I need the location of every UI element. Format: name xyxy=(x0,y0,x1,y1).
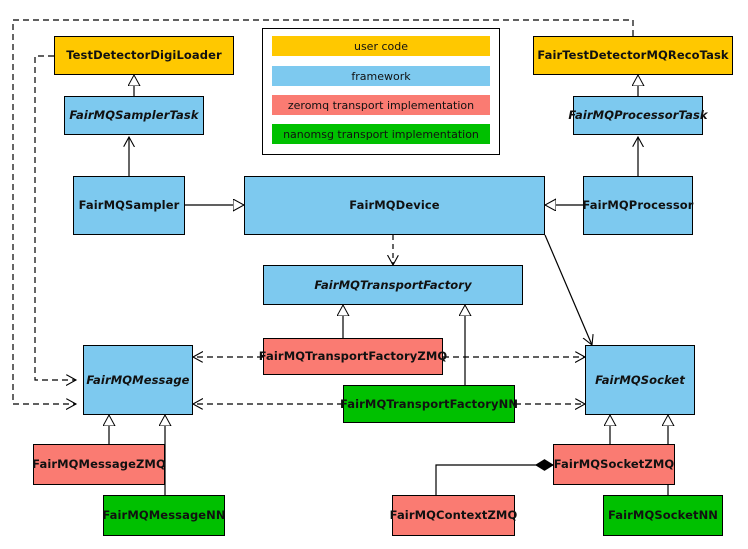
class-label-fairmqtransportfactoryzmq: FairMQTransportFactoryZMQ xyxy=(258,349,448,364)
edge-device-socket xyxy=(544,234,592,345)
class-node-fairmqsamplertask[interactable]: FairMQSamplerTask xyxy=(64,96,204,135)
legend-item-zeromq: zeromq transport implementation xyxy=(272,95,490,115)
class-node-fairmqmessagenn[interactable]: FairMQMessageNN xyxy=(102,495,226,536)
class-node-fairmqsampler[interactable]: FairMQSampler xyxy=(73,176,185,235)
legend-item-user-code: user code xyxy=(272,36,490,56)
edge-usercode-recotask-message xyxy=(12,19,634,404)
class-node-fairmqsocket[interactable]: FairMQSocket xyxy=(585,345,695,415)
legend-label-nanomsg: nanomsg transport implementation xyxy=(283,127,479,141)
class-label-fairmqsocket: FairMQSocket xyxy=(595,372,685,387)
class-label-fairmqtransportfactorynn: FairMQTransportFactoryNN xyxy=(339,396,519,411)
class-node-fairmqcontextzmq[interactable]: FairMQContextZMQ xyxy=(389,495,518,536)
class-label-fairmqsocketnn: FairMQSocketNN xyxy=(607,508,719,523)
class-label-testdetectordigiloader: TestDetectorDigiLoader xyxy=(66,48,222,63)
class-node-fairmqtransportfactoryzmq[interactable]: FairMQTransportFactoryZMQ xyxy=(259,338,447,375)
class-node-fairmqdevice[interactable]: FairMQDevice xyxy=(244,176,545,235)
class-label-fairtestdetectormqrecotask: FairTestDetectorMQRecoTask xyxy=(537,48,729,63)
class-node-fairmqtransportfactory[interactable]: FairMQTransportFactory xyxy=(263,265,523,305)
class-label-fairmqprocessortask: FairMQProcessorTask xyxy=(568,108,708,123)
legend-item-framework: framework xyxy=(272,66,490,86)
class-node-fairmqmessage[interactable]: FairMQMessage xyxy=(83,345,193,415)
legend-item-nanomsg: nanomsg transport implementation xyxy=(272,124,490,144)
class-node-fairmqmessagezmq[interactable]: FairMQMessageZMQ xyxy=(32,444,166,485)
legend-label-zeromq: zeromq transport implementation xyxy=(287,98,475,112)
class-label-fairmqsamplertask: FairMQSamplerTask xyxy=(69,108,199,123)
class-label-fairmqtransportfactory: FairMQTransportFactory xyxy=(314,277,472,292)
class-node-fairmqprocessor[interactable]: FairMQProcessor xyxy=(582,176,694,235)
edge-contextzmq-socketzmq xyxy=(435,465,553,495)
class-node-fairmqsocketzmq[interactable]: FairMQSocketZMQ xyxy=(553,444,675,485)
class-label-fairmqmessagenn: FairMQMessageNN xyxy=(102,508,226,523)
class-label-fairmqsocketzmq: FairMQSocketZMQ xyxy=(553,457,675,472)
class-label-fairmqmessagezmq: FairMQMessageZMQ xyxy=(32,457,166,472)
class-label-fairmqmessage: FairMQMessage xyxy=(86,372,190,387)
class-label-fairmqcontextzmq: FairMQContextZMQ xyxy=(389,508,518,523)
edge-usercode-digiloader-message xyxy=(34,55,76,380)
legend-label-framework: framework xyxy=(351,69,411,83)
class-node-fairmqtransportfactorynn[interactable]: FairMQTransportFactoryNN xyxy=(339,385,519,423)
class-node-fairmqsocketnn[interactable]: FairMQSocketNN xyxy=(603,495,723,536)
class-node-testdetectordigiloader[interactable]: TestDetectorDigiLoader xyxy=(54,36,234,75)
class-node-fairmqprocessortask[interactable]: FairMQProcessorTask xyxy=(568,96,708,135)
class-label-fairmqprocessor: FairMQProcessor xyxy=(582,198,694,213)
class-label-fairmqsampler: FairMQSampler xyxy=(78,198,180,213)
class-label-fairmqdevice: FairMQDevice xyxy=(349,198,440,213)
legend-label-user-code: user code xyxy=(353,39,409,53)
class-node-fairtestdetectormqrecotask[interactable]: FairTestDetectorMQRecoTask xyxy=(533,36,733,75)
